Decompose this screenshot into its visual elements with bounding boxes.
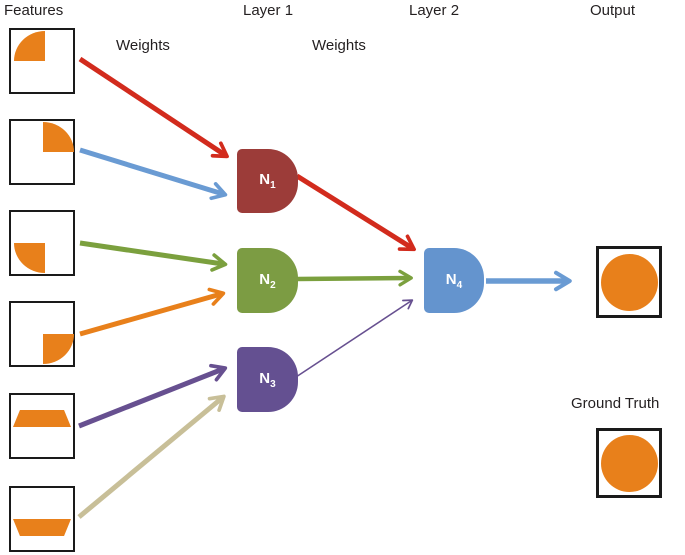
arrow-n3-n4 — [295, 299, 414, 378]
arrow-n1-n4 — [295, 173, 416, 252]
output-circle — [600, 253, 658, 311]
feature-box-3 — [9, 210, 75, 276]
output-box — [596, 246, 662, 318]
feature-box-4 — [9, 301, 75, 367]
feature-box-5 — [9, 393, 75, 459]
feature-shape-quarter-bottom-left — [14, 243, 45, 273]
neuron-n1-label: N1 — [259, 171, 276, 191]
ground-truth-box — [596, 428, 662, 498]
features-label: Features — [4, 2, 64, 19]
ground-truth-label: Ground Truth — [571, 395, 660, 412]
arrow-feature3-n2 — [79, 240, 228, 272]
layer1-label: Layer 1 — [243, 2, 294, 19]
feature-box-2 — [9, 119, 75, 185]
feature-shape-quarter-bottom-right — [43, 334, 74, 364]
neuron-n1: N1 — [237, 149, 298, 213]
feature-shape-quarter-top-right — [43, 122, 74, 152]
arrow-n2-n4 — [296, 269, 413, 287]
weights-right-label: Weights — [312, 37, 366, 54]
output-label: Output — [590, 2, 636, 19]
feature-box-1 — [9, 28, 75, 94]
neuron-n2: N2 — [237, 248, 298, 313]
neuron-n2-label: N2 — [259, 270, 276, 291]
arrow-feature4-n2 — [79, 287, 226, 337]
layer2-label: Layer 2 — [409, 2, 460, 19]
neuron-n3-label: N3 — [259, 369, 276, 390]
neuron-n4: N4 — [424, 248, 484, 313]
arrow-feature5-n3 — [78, 363, 228, 429]
ground-truth-circle — [600, 434, 658, 492]
feature-shape-quarter-top-left — [14, 31, 45, 61]
feature-box-6 — [9, 486, 75, 552]
arrow-feature2-n1 — [79, 147, 228, 201]
neuron-n4-label: N4 — [445, 270, 463, 291]
feature-shape-band-bottom — [13, 519, 71, 536]
neuron-n3: N3 — [237, 347, 298, 412]
arrow-feature6-n3 — [77, 394, 226, 519]
weights-left-label: Weights — [116, 37, 170, 54]
feature-shape-band-top — [13, 410, 71, 427]
arrow-feature1-n1 — [78, 56, 229, 159]
